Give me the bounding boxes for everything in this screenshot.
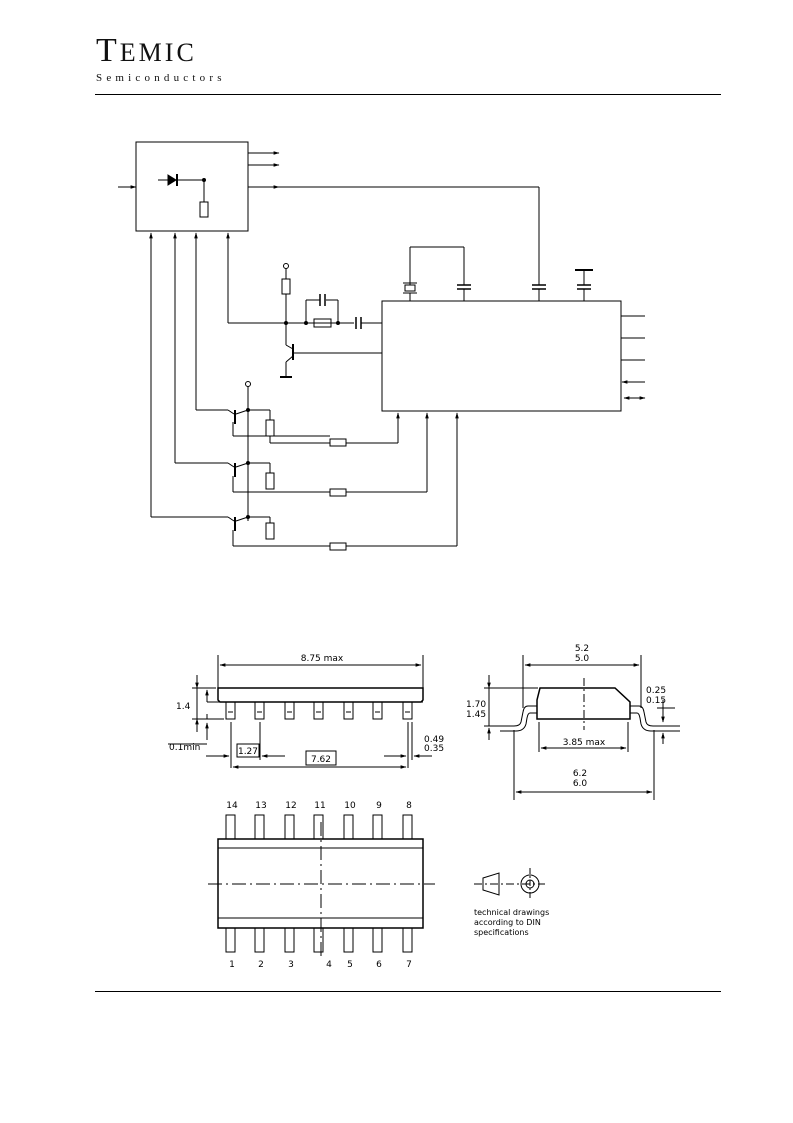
temic-logo: TEMIC Semiconductors (96, 32, 226, 85)
dim-lead-thick-max: 0.25 (646, 686, 666, 696)
dim-span: 7.62 (311, 755, 331, 765)
pin-label: 14 (226, 801, 238, 811)
pin-label: 9 (376, 801, 382, 811)
note-line: specifications (474, 928, 529, 937)
pin-label: 1 (229, 960, 235, 970)
footer-rule (95, 991, 721, 992)
driver-stage-1 (196, 408, 400, 447)
application-circuit (118, 141, 646, 551)
dim-thick-min: 1.45 (466, 710, 486, 720)
pin-label: 3 (288, 960, 294, 970)
header-rule (95, 94, 721, 95)
dim-total-max: 6.2 (573, 769, 587, 779)
projection-symbol-icon (474, 868, 545, 900)
diode-icon (167, 174, 177, 186)
pin-label: 13 (255, 801, 266, 811)
resistor-icon (199, 201, 209, 218)
dim-top-max: 5.2 (575, 644, 589, 654)
dim-lead-width-min: 0.35 (424, 744, 444, 754)
package-top-view: 14 13 12 11 10 9 8 1 2 3 4 5 6 7 (208, 801, 435, 970)
dim-body-width: 3.85 max (563, 738, 606, 748)
driver-stage-3 (151, 412, 459, 551)
pin-label: 8 (406, 801, 412, 811)
pin-label: 11 (314, 801, 325, 811)
dim-thick-max: 1.70 (466, 700, 486, 710)
pin-label: 10 (344, 801, 356, 811)
pin-label: 12 (285, 801, 296, 811)
dim-total-min: 6.0 (573, 779, 588, 789)
package-side-view: 8.75 max 1.4 0.1min 1.27 7.62 0.49 0.35 (168, 654, 444, 769)
note-line: technical drawings (474, 908, 549, 917)
brand-subtitle: Semiconductors (96, 72, 226, 84)
note-line: according to DIN (474, 918, 541, 927)
dim-length: 8.75 max (301, 654, 344, 664)
pin-label: 6 (376, 960, 382, 970)
ic-block (381, 300, 622, 412)
pin-label: 4 (326, 960, 332, 970)
brand-name: TEMIC (96, 32, 197, 69)
driver-stage-2 (175, 412, 429, 497)
dim-lead-width-max: 0.49 (424, 735, 444, 745)
dim-lead-thick-min: 0.15 (646, 696, 666, 706)
module-box (135, 141, 249, 232)
din-note: technical drawings according to DIN spec… (474, 908, 549, 937)
dim-pitch: 1.27 (238, 747, 258, 757)
pin-label: 2 (258, 960, 264, 970)
dim-height: 1.4 (176, 702, 191, 712)
crystal-icon (404, 284, 416, 292)
dim-standoff: 0.1min (169, 743, 200, 753)
package-end-view: 5.2 5.0 1.70 1.45 0.25 0.15 3.85 max 6.2… (466, 644, 680, 800)
pin-label: 7 (406, 960, 412, 970)
pin-label: 5 (347, 960, 353, 970)
dim-top-min: 5.0 (575, 654, 590, 664)
